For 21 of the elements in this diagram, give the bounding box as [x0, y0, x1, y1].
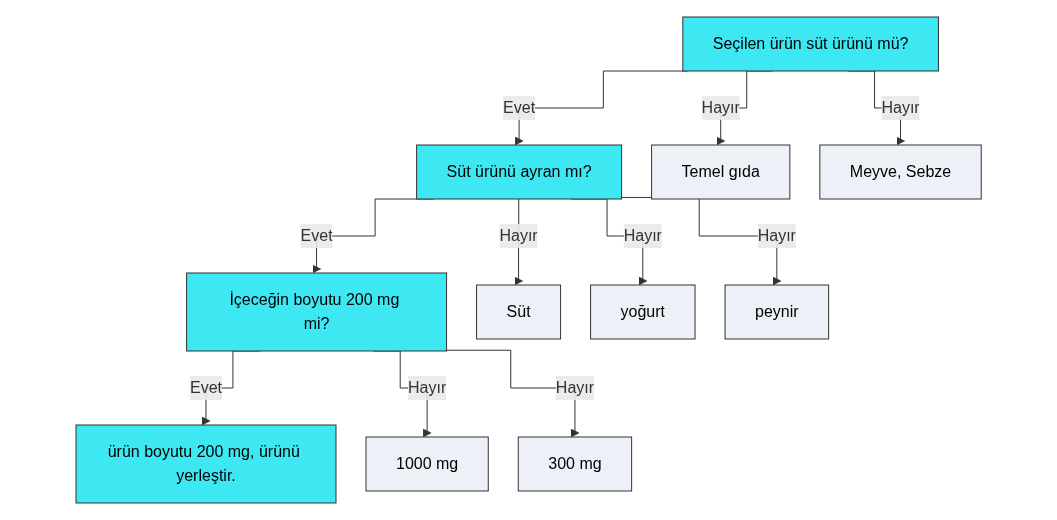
- edge-label: Hayır: [555, 379, 594, 396]
- edge-label: Hayır: [757, 227, 796, 244]
- node-box: peynir: [724, 284, 829, 340]
- node-box: ürün boyutu 200 mg, ürünü yerleştir.: [75, 424, 337, 504]
- edge-label: Evet: [502, 99, 535, 116]
- node-box: yoğurt: [589, 284, 696, 340]
- node-box: Süt: [475, 284, 561, 340]
- node-box: 300 mg: [517, 436, 632, 492]
- edge-label: Evet: [300, 227, 333, 244]
- node-box: Seçilen ürün süt ürünü mü?: [682, 16, 939, 72]
- edge-label: Evet: [189, 379, 222, 396]
- edge-label: Hayır: [881, 99, 920, 116]
- edge-label: Hayır: [701, 99, 740, 116]
- node-box: 1000 mg: [365, 436, 489, 492]
- node-box: Temel gıda: [650, 144, 791, 200]
- edge-label: Hayır: [623, 227, 662, 244]
- node-box: İçeceğin boyutu 200 mg mi?: [185, 272, 447, 352]
- edge-label: Hayır: [407, 379, 447, 396]
- node-box: Meyve, Sebze: [819, 144, 982, 200]
- edge-label: Hayır: [499, 227, 538, 244]
- node-box: Süt ürünü ayran mı?: [416, 144, 622, 200]
